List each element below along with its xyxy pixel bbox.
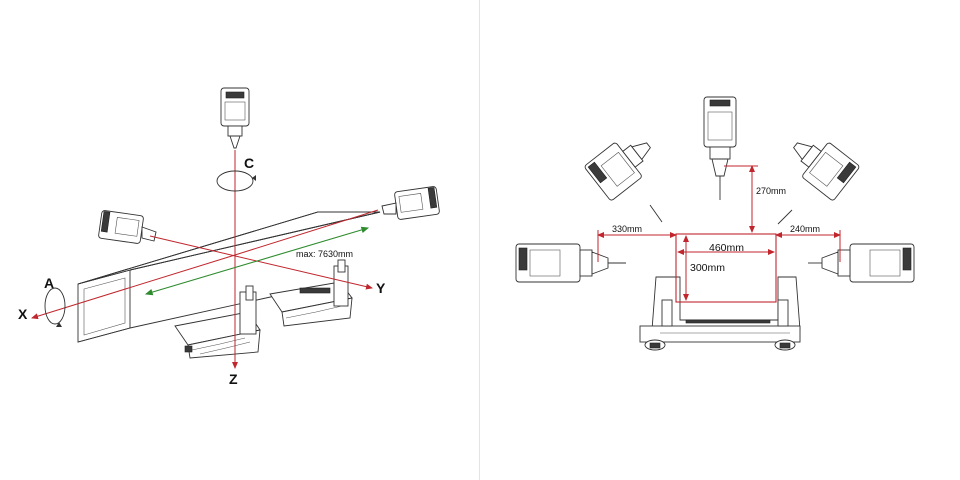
axis-label-x: X <box>18 306 28 322</box>
chuck-fixture-rear <box>269 259 353 327</box>
chuck-fixture-front <box>174 285 261 359</box>
axis-label-y: Y <box>376 280 386 296</box>
dim-label-top-reach: 270mm <box>756 186 786 196</box>
axis-label-a: A <box>44 275 54 291</box>
dim-label-right-reach: 240mm <box>790 224 820 234</box>
left-panel: C A X Y Z max: 7630mm <box>18 87 440 387</box>
workpiece-outline <box>675 233 777 303</box>
spindle-upper-right <box>793 142 860 201</box>
x-axis-line <box>31 254 236 320</box>
right-panel: 330mm 460mm 240mm 270mm 300mm <box>515 96 915 351</box>
spindle-top <box>220 87 250 149</box>
spindle-left-right-panel <box>515 243 626 283</box>
travel-range-line <box>144 226 370 296</box>
dim-label-width: 460mm <box>709 242 744 254</box>
a-rotation-arrow <box>44 287 66 327</box>
dim-label-left-reach: 330mm <box>612 224 642 234</box>
spindle-left <box>98 210 157 244</box>
axis-label-c: C <box>244 155 254 171</box>
machine-base <box>639 276 801 351</box>
c-rotation-arrow <box>216 170 256 192</box>
spindle-upper-left <box>584 142 651 201</box>
spindle-top-right <box>703 96 737 200</box>
axis-label-z: Z <box>229 371 238 387</box>
spindle-right <box>381 186 440 220</box>
travel-label: max: 7630mm <box>296 249 353 259</box>
spindle-right-right-panel <box>808 243 915 283</box>
dim-label-height: 300mm <box>690 262 725 274</box>
